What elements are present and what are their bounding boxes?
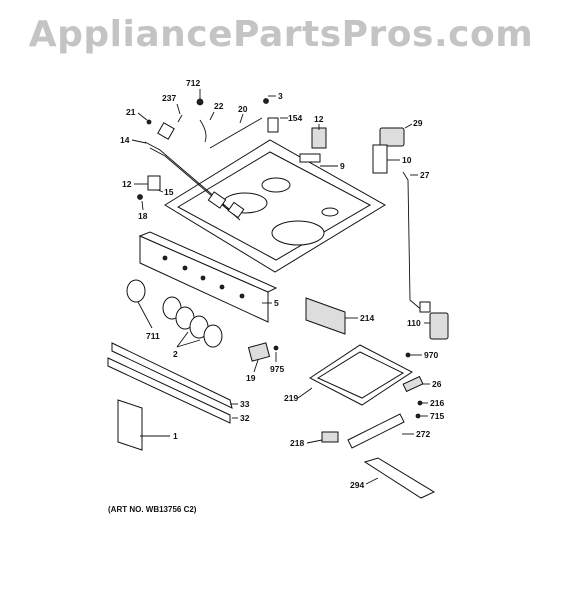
callout-975: 975 xyxy=(270,364,284,374)
callout-10: 10 xyxy=(402,155,412,165)
bottom-strip xyxy=(363,457,436,499)
callout-33: 33 xyxy=(240,399,250,409)
callout-18: 18 xyxy=(138,211,148,221)
callout-12-left: 12 xyxy=(122,179,132,189)
callout-1: 1 xyxy=(173,431,178,441)
burner-pan xyxy=(309,344,413,406)
callout-294: 294 xyxy=(350,480,364,490)
callout-715: 715 xyxy=(430,411,444,421)
callout-20: 20 xyxy=(238,104,248,114)
gas-valve-assembly xyxy=(372,127,431,313)
top-small-parts xyxy=(146,98,327,149)
right-small-parts xyxy=(402,352,424,419)
callout-labels: 712 237 3 22 20 21 154 12 29 14 9 10 27 … xyxy=(120,78,444,490)
callout-711: 711 xyxy=(146,331,160,341)
callout-216: 216 xyxy=(430,398,444,408)
burner-box-part xyxy=(305,297,346,335)
callout-12-top: 12 xyxy=(314,114,324,124)
callout-21: 21 xyxy=(126,107,136,117)
screw-part xyxy=(273,345,279,351)
callout-712: 712 xyxy=(186,78,200,88)
watermark-logo: AppliancePartsPros.com xyxy=(28,14,534,55)
callout-22: 22 xyxy=(214,101,224,111)
pressure-regulator xyxy=(429,312,449,340)
switch-part xyxy=(247,342,271,362)
callout-272: 272 xyxy=(416,429,430,439)
callout-32: 32 xyxy=(240,413,250,423)
callout-154: 154 xyxy=(288,113,302,123)
callout-110: 110 xyxy=(407,318,421,328)
callout-27: 27 xyxy=(420,170,430,180)
callout-5: 5 xyxy=(274,298,279,308)
callout-14: 14 xyxy=(120,135,130,145)
callout-9: 9 xyxy=(340,161,345,171)
callout-26: 26 xyxy=(432,379,442,389)
callout-29: 29 xyxy=(413,118,423,128)
callout-970: 970 xyxy=(424,350,438,360)
burner-knobs xyxy=(126,279,223,348)
gas-manifold-tube xyxy=(144,122,245,221)
control-panel xyxy=(138,231,278,323)
igniter-part xyxy=(321,431,339,443)
callout-237: 237 xyxy=(162,93,176,103)
callout-19: 19 xyxy=(246,373,256,383)
callout-15: 15 xyxy=(164,187,174,197)
callout-219: 219 xyxy=(284,393,298,403)
owners-manual xyxy=(117,399,143,451)
art-number: (ART NO. WB13756 C2) xyxy=(108,505,197,514)
left-small-parts xyxy=(137,175,161,200)
burner-strip xyxy=(347,413,405,449)
callout-214: 214 xyxy=(360,313,374,323)
leader-lines xyxy=(131,89,430,485)
callout-2: 2 xyxy=(173,349,178,359)
callout-3: 3 xyxy=(278,91,283,101)
cooktop-main-top xyxy=(164,139,386,273)
callout-218: 218 xyxy=(290,438,304,448)
trim-strips xyxy=(107,342,233,424)
